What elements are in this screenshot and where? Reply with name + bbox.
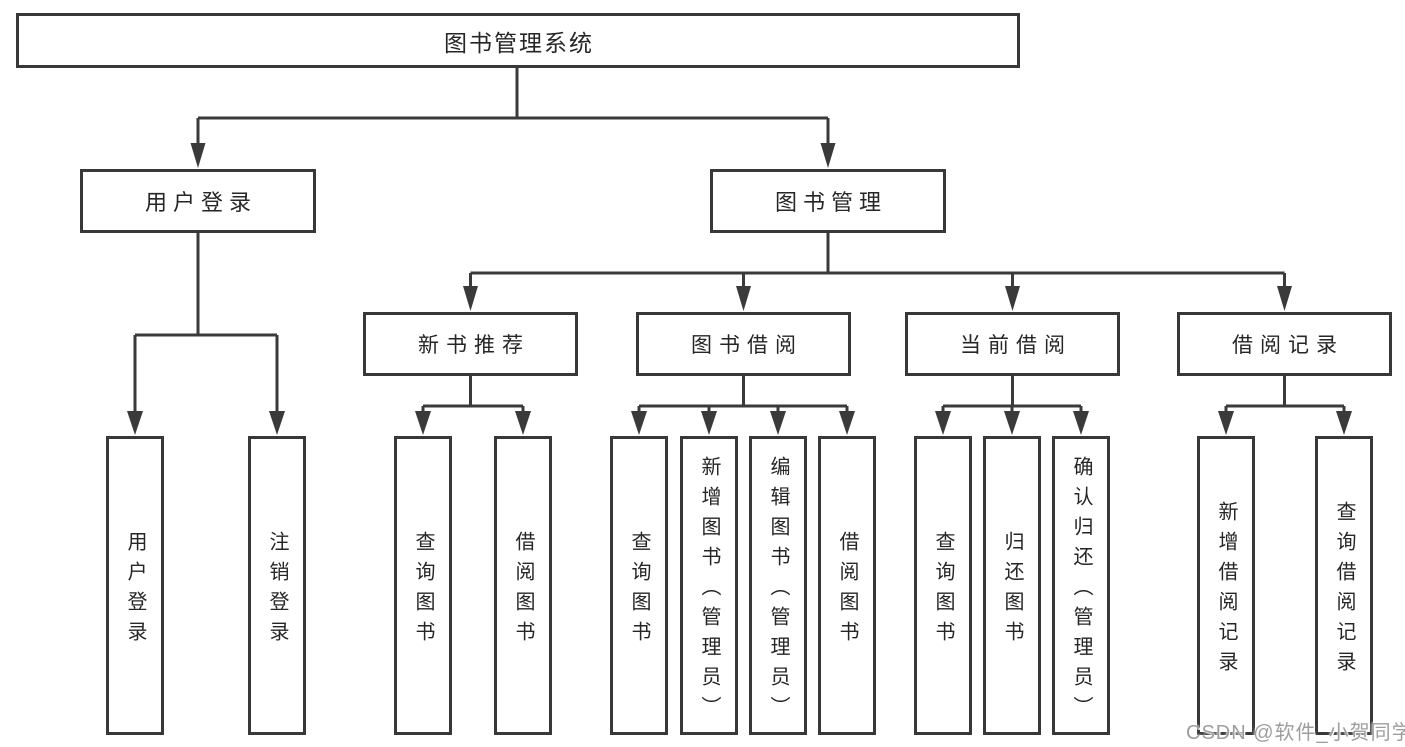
node-label: 新增借阅记录 — [1215, 500, 1237, 681]
node-label: 查询图书 — [628, 530, 650, 651]
leaf-add-borrow-record: 新增借阅记录 — [1197, 436, 1255, 735]
node-library-management-system: 图书管理系统 — [16, 13, 1020, 68]
node-label: 用户登录 — [144, 190, 257, 215]
node-label: 编辑图书（管理员） — [767, 455, 789, 726]
leaf-logout: 注销登录 — [248, 436, 306, 735]
node-label: 当前借阅 — [960, 334, 1072, 357]
node-label: 查询图书 — [932, 530, 954, 651]
node-label: 查询借阅记录 — [1333, 500, 1355, 681]
node-label: 查询图书 — [412, 530, 434, 651]
leaf-confirm-return-admin: 确认归还（管理员） — [1052, 436, 1110, 735]
node-label: 用户登录 — [124, 530, 146, 651]
leaf-borrow-books-recommend: 借阅图书 — [494, 436, 552, 735]
leaf-query-books-borrowing: 查询图书 — [610, 436, 668, 735]
leaf-query-books-current: 查询图书 — [914, 436, 972, 735]
node-user-login: 用户登录 — [80, 169, 316, 233]
node-label: 借阅图书 — [836, 530, 858, 651]
leaf-add-books-admin: 新增图书（管理员） — [680, 436, 738, 735]
node-book-borrowing: 图书借阅 — [636, 312, 851, 376]
leaf-borrow-books: 借阅图书 — [818, 436, 876, 735]
node-label: 新增图书（管理员） — [698, 455, 720, 726]
node-current-borrowing: 当前借阅 — [905, 312, 1120, 376]
node-label: 新书推荐 — [418, 334, 530, 357]
node-label: 借阅记录 — [1232, 334, 1344, 357]
node-label: 归还图书 — [1001, 530, 1023, 651]
leaf-return-books: 归还图书 — [983, 436, 1041, 735]
leaf-query-books-recommend: 查询图书 — [394, 436, 452, 735]
node-label: 图书管理 — [774, 190, 887, 215]
node-label: 借阅图书 — [512, 530, 534, 651]
node-borrowing-records: 借阅记录 — [1177, 312, 1392, 376]
node-book-management: 图书管理 — [710, 169, 946, 233]
node-label: 图书管理系统 — [444, 29, 594, 56]
leaf-user-login: 用户登录 — [106, 436, 164, 735]
node-label: 图书借阅 — [691, 334, 803, 357]
node-label: 注销登录 — [266, 530, 288, 651]
leaf-query-borrow-record: 查询借阅记录 — [1315, 436, 1373, 735]
node-new-book-recommend: 新书推荐 — [363, 312, 578, 376]
watermark-csdn: CSDN @软件_小贺同学 — [1186, 722, 1405, 744]
leaf-edit-books-admin: 编辑图书（管理员） — [749, 436, 807, 735]
node-label: 确认归还（管理员） — [1070, 455, 1092, 726]
